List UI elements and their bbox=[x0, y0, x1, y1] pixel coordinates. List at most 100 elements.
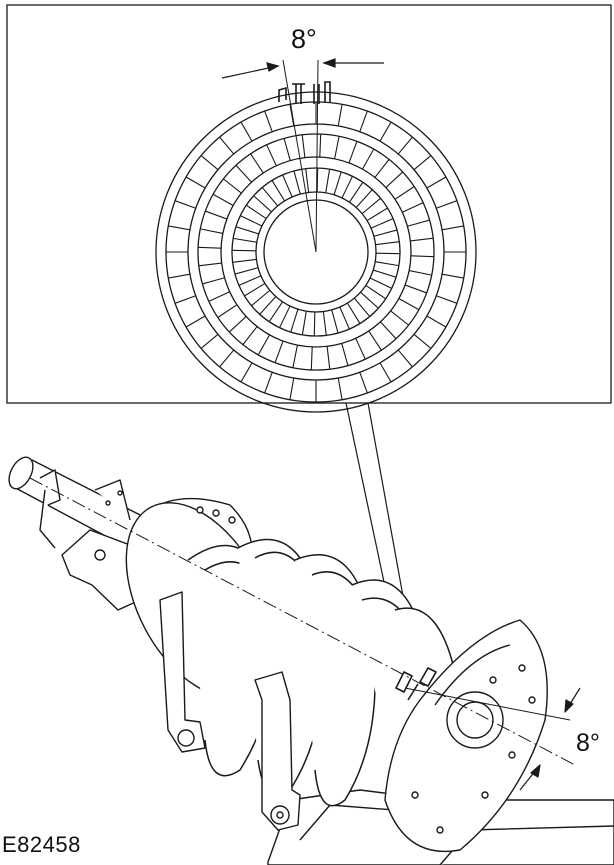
seat-rib bbox=[185, 176, 206, 189]
seat-rib bbox=[279, 305, 291, 328]
seat-rib bbox=[266, 144, 277, 166]
seat-rib bbox=[407, 219, 430, 227]
seat-rib bbox=[283, 138, 291, 161]
seat-rib bbox=[301, 134, 306, 158]
seat-rib bbox=[174, 200, 196, 209]
coil-spring bbox=[187, 538, 462, 816]
seat-rib bbox=[397, 349, 413, 368]
seat-rib bbox=[219, 349, 235, 368]
seat-rib bbox=[244, 282, 266, 297]
seat-rib bbox=[359, 110, 368, 132]
seat-rib bbox=[259, 296, 277, 315]
seat-rib bbox=[200, 155, 219, 171]
seat-rib bbox=[240, 362, 253, 383]
seat-rib bbox=[333, 171, 342, 195]
seat-rib bbox=[348, 181, 364, 203]
seat-rib bbox=[268, 301, 284, 323]
seat-rib bbox=[217, 304, 238, 318]
seat-rib bbox=[368, 330, 382, 351]
seat-rib bbox=[346, 302, 361, 324]
seat-rib bbox=[168, 225, 191, 231]
seat-rib bbox=[339, 306, 350, 330]
seat-rib bbox=[250, 153, 264, 174]
strut-centre-line bbox=[29, 477, 576, 766]
seat-rib bbox=[198, 246, 222, 249]
seat-rib bbox=[394, 186, 415, 200]
seat-rib bbox=[374, 159, 390, 178]
seat-rib bbox=[292, 345, 298, 368]
seat-rib bbox=[325, 169, 331, 193]
seat-rib bbox=[322, 311, 327, 336]
seat-rib bbox=[168, 273, 191, 279]
spring-end-marks bbox=[395, 667, 437, 701]
seat-rib bbox=[289, 377, 295, 400]
seat-rib bbox=[410, 237, 434, 242]
seat-rib bbox=[200, 333, 219, 349]
seat-rib bbox=[334, 136, 340, 159]
spring-end-tabs bbox=[278, 81, 331, 104]
seat-rib bbox=[373, 229, 398, 237]
seat-rib bbox=[441, 225, 464, 231]
seat-rib bbox=[379, 121, 392, 142]
seat-rib bbox=[223, 178, 242, 194]
figure-id-label: E82458 bbox=[2, 832, 81, 857]
seat-rib bbox=[219, 136, 235, 155]
detail-inset bbox=[6, 4, 612, 413]
seat-rib bbox=[245, 204, 267, 220]
angle-arrows-top bbox=[221, 58, 384, 79]
seat-rib bbox=[361, 197, 381, 215]
seat-rib bbox=[253, 195, 272, 213]
seat-rib bbox=[319, 134, 322, 158]
seat-rib bbox=[326, 346, 331, 370]
angle-label-top: 8° bbox=[291, 24, 317, 54]
seat-rib bbox=[232, 258, 257, 263]
seat-rib bbox=[261, 187, 279, 207]
seat-rib bbox=[397, 136, 413, 155]
seat-rib bbox=[271, 180, 286, 202]
seat-rib bbox=[305, 168, 310, 193]
seat-rib bbox=[402, 202, 424, 213]
seat-rib bbox=[264, 110, 273, 132]
seat-rib bbox=[310, 346, 313, 370]
seat-rib bbox=[289, 104, 295, 127]
seat-rib bbox=[282, 174, 293, 198]
seat-rib bbox=[355, 189, 373, 208]
seat-rib bbox=[337, 377, 343, 400]
seat-rib bbox=[369, 277, 392, 289]
seat-rib bbox=[238, 275, 262, 286]
seat-rib bbox=[365, 284, 387, 300]
seat-rib bbox=[410, 255, 434, 258]
seat-rib bbox=[366, 207, 388, 222]
seat-rib bbox=[240, 215, 263, 227]
upper-mount-plate bbox=[384, 619, 548, 853]
angle-lines-top bbox=[282, 59, 319, 253]
spring-end-line bbox=[404, 687, 571, 721]
seat-rib bbox=[251, 289, 271, 307]
compressor-hook-left bbox=[159, 591, 206, 753]
seat-rib bbox=[390, 310, 409, 326]
seat-rib bbox=[235, 226, 259, 235]
seat-rib bbox=[348, 141, 358, 164]
seat-rib bbox=[380, 321, 397, 340]
spring-seat-ribs bbox=[166, 102, 466, 402]
seat-rib bbox=[385, 171, 404, 188]
seat-rib bbox=[200, 228, 223, 234]
damper-tube bbox=[8, 456, 151, 549]
seat-rib bbox=[228, 316, 247, 333]
seat-rib bbox=[375, 261, 399, 267]
seat-rib bbox=[360, 291, 379, 309]
seat-rib bbox=[413, 333, 432, 349]
knuckle-bracket bbox=[61, 479, 141, 611]
seat-rib bbox=[290, 309, 299, 333]
seat-rib bbox=[208, 291, 230, 302]
seat-rib bbox=[370, 218, 394, 229]
angle-label-bottom: 8° bbox=[576, 729, 600, 757]
seat-rib bbox=[331, 309, 339, 334]
seat-rib bbox=[341, 176, 353, 199]
seat-rib bbox=[337, 104, 343, 127]
seat-rib bbox=[379, 362, 392, 383]
seat-rib bbox=[441, 273, 464, 279]
seat-rib bbox=[233, 237, 257, 243]
seat-rib bbox=[436, 295, 458, 304]
